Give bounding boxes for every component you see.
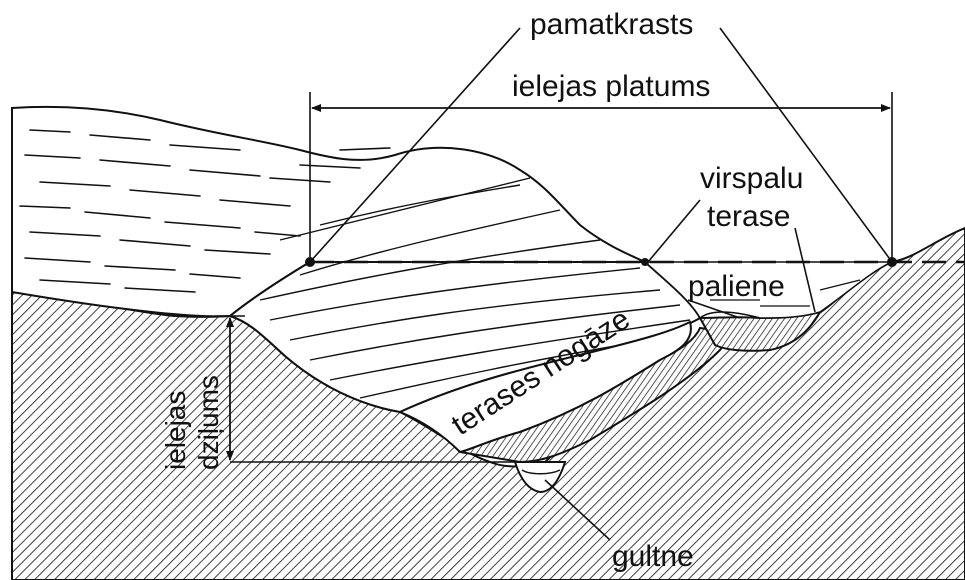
- virspalu-leader: [648, 200, 700, 262]
- terrace-edge-point: [641, 258, 649, 266]
- label-dzilums: dziļums: [193, 375, 224, 470]
- label-ielejas-platums: ielejas platums: [512, 70, 710, 103]
- label-gultne: gultne: [612, 540, 694, 573]
- label-pamatkrasts: pamatkrasts: [530, 8, 693, 41]
- label-paliene: paliene: [688, 270, 785, 303]
- label-virspalu: virspalu: [700, 162, 803, 195]
- label-terase: terase: [707, 200, 790, 233]
- label-ielejas: ielejas: [160, 391, 191, 470]
